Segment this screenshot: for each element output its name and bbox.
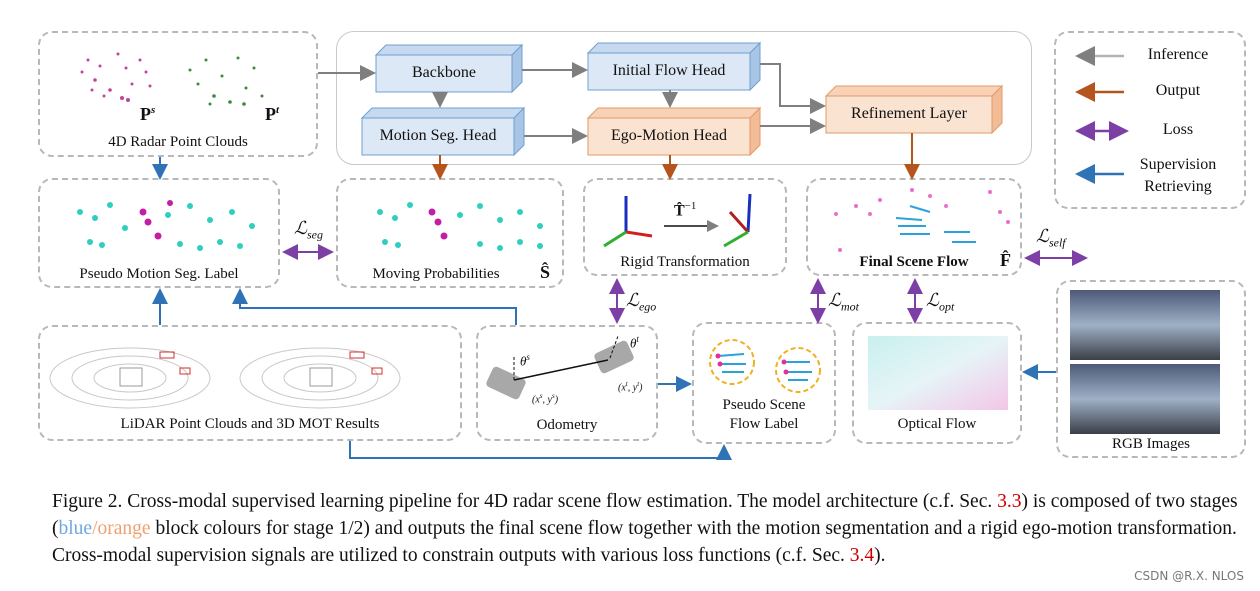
rgb-image-2 — [1070, 364, 1220, 434]
radar-label: 4D Radar Point Clouds — [108, 134, 248, 150]
inference-arrows — [318, 62, 826, 144]
xy-t-symbol: (xt, yt) — [618, 380, 643, 394]
caption-ref-3-4[interactable]: 3.4 — [849, 545, 875, 566]
l-ego-label: ℒego — [626, 290, 657, 314]
caption-part4: ). — [874, 545, 886, 566]
watermark: CSDN @R.X. NLOS — [1134, 569, 1244, 583]
ego-motion-head-block — [586, 106, 762, 157]
seg-points — [77, 200, 543, 251]
rigid-transform-panel — [583, 178, 787, 276]
odometry-label: Odometry — [536, 417, 598, 433]
supervision-arrows — [152, 157, 1056, 460]
pt-symbol: Pt — [265, 104, 280, 124]
caption-slash: / — [92, 518, 98, 539]
moving-prob-label: Moving Probabilities — [372, 266, 500, 282]
rigid-transform-label: Rigid Transformation — [620, 254, 750, 270]
rgb-label: RGB Images — [1112, 436, 1190, 452]
legend-arrows — [1075, 46, 1129, 184]
rgb-image-1 — [1070, 290, 1220, 360]
l-seg-label: ℒseg — [294, 218, 323, 242]
pseudo-scene-flow-label-2: Flow Label — [729, 416, 799, 432]
l-mot-label: ℒmot — [828, 290, 859, 314]
ps-symbol: Ps — [140, 104, 156, 124]
output-arrows — [432, 133, 920, 180]
loss-arrows — [282, 244, 1088, 324]
l-self-label: ℒself — [1036, 226, 1066, 250]
caption-ref-3-3[interactable]: 3.3 — [997, 491, 1022, 512]
axes-left — [603, 196, 653, 248]
moving-prob-panel — [336, 178, 564, 288]
refinement-layer-block — [824, 84, 1004, 135]
backbone-label: Backbone — [412, 64, 476, 81]
f-hat-symbol: F̂ — [1000, 250, 1011, 270]
lidar-label: LiDAR Point Clouds and 3D MOT Results — [120, 416, 380, 432]
t-inv-symbol: T̂−1 — [674, 200, 697, 220]
ego-motion-head-label: Ego-Motion Head — [611, 127, 727, 144]
theta-t-symbol: θt — [630, 334, 639, 351]
odometry-sketch — [486, 335, 634, 400]
figure-caption: Figure 2. Cross-modal supervised learnin… — [52, 488, 1248, 569]
pseudo-scene-flow-label-1: Pseudo Scene — [722, 397, 806, 413]
refinement-layer-label: Refinement Layer — [851, 105, 967, 122]
radar-panel — [38, 31, 318, 157]
caption-blue: blue — [58, 518, 93, 539]
lidar-sketch — [49, 347, 401, 409]
caption-part2: ) is composed of two stages ( — [52, 491, 1238, 539]
l-opt-label: ℒopt — [926, 290, 955, 314]
lidar-panel — [38, 325, 462, 441]
axes-right — [723, 193, 752, 248]
radar-points — [80, 52, 264, 106]
caption-part3: block colours for stage 1/2) and outputs… — [52, 518, 1237, 566]
motion-seg-head-label: Motion Seg. Head — [379, 127, 497, 144]
theta-s-symbol: θs — [520, 352, 530, 369]
xy-s-symbol: (xs, ys) — [532, 392, 559, 406]
pseudo-scene-flow-panel — [692, 322, 836, 444]
s-hat-symbol: Ŝ — [540, 262, 551, 282]
optical-flow-label: Optical Flow — [897, 416, 977, 432]
caption-part1: Figure 2. Cross-modal supervised learnin… — [52, 491, 998, 512]
flow-points — [834, 188, 1010, 252]
legend-inference: Inference — [1147, 46, 1209, 63]
pseudo-flow-sketch — [709, 339, 821, 393]
legend-output: Output — [1155, 82, 1201, 99]
final-scene-flow-label: Final Scene Flow — [859, 254, 969, 270]
backbone-block — [374, 43, 524, 94]
optical-flow-image — [868, 336, 1008, 410]
initial-flow-head-block — [586, 41, 762, 92]
legend-supervision-2: Retrieving — [1144, 178, 1212, 195]
pseudo-motion-seg-label: Pseudo Motion Seg. Label — [79, 266, 239, 282]
initial-flow-head-label: Initial Flow Head — [612, 62, 726, 79]
legend-loss: Loss — [1162, 121, 1194, 138]
legend-supervision-1: Supervision — [1139, 156, 1217, 173]
caption-orange: orange — [97, 518, 151, 539]
motion-seg-head-block — [360, 106, 526, 157]
